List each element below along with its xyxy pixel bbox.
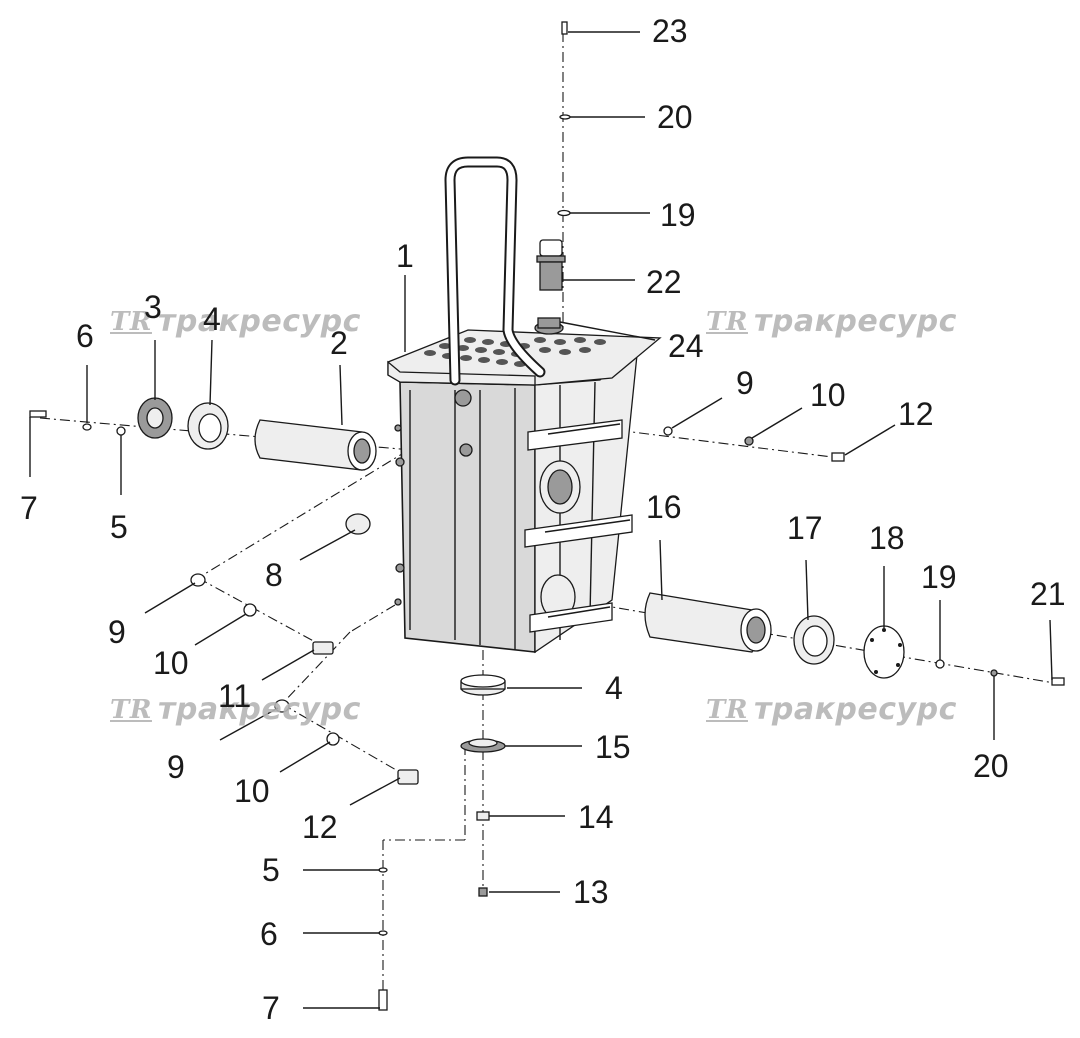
watermark-lower-left: TR тракресурс <box>110 692 361 727</box>
callout-19-top: 19 <box>660 197 696 233</box>
washer-20-right <box>990 669 998 677</box>
callout-7-left: 7 <box>20 490 38 526</box>
callout-21: 21 <box>1030 576 1066 612</box>
washer-20-top <box>559 114 571 120</box>
callout-23: 23 <box>652 13 688 49</box>
callout-19-right: 19 <box>921 559 957 595</box>
bushing-14 <box>476 811 490 821</box>
callout-5-bottom: 5 <box>262 852 280 888</box>
callout-8: 8 <box>265 557 283 593</box>
watermark-logo: TR <box>110 306 152 337</box>
callout-6-left: 6 <box>76 318 94 354</box>
washer-19-right <box>935 659 945 669</box>
plug-13 <box>478 887 488 897</box>
washer-6-bottom <box>378 930 388 936</box>
callout-12-right: 12 <box>898 396 934 432</box>
callout-10-left-b: 10 <box>234 773 270 809</box>
handle <box>444 156 546 386</box>
callout-22: 22 <box>646 264 682 300</box>
bolt-21 <box>1051 677 1065 686</box>
washer-9-right <box>663 426 673 436</box>
filler-neck-24 <box>534 317 564 335</box>
watermark-text: тракресурс <box>753 692 957 727</box>
callout-11: 11 <box>218 678 252 714</box>
leader-lines <box>29 31 1053 1009</box>
flange-15 <box>460 738 506 753</box>
inspection-window-upper <box>539 460 581 514</box>
washer-19-top <box>557 209 571 217</box>
bolt-12-left <box>397 769 419 785</box>
callout-4-left: 4 <box>203 301 221 337</box>
filter-2 <box>254 419 377 471</box>
watermark-text: тракресурс <box>157 692 361 727</box>
tank-body <box>387 329 662 654</box>
callout-24: 24 <box>668 328 704 364</box>
callout-17: 17 <box>787 510 823 546</box>
plug-8 <box>345 513 371 535</box>
seal-ring-4-bottom <box>460 674 506 696</box>
callout-7-bottom: 7 <box>262 990 280 1026</box>
callout-18: 18 <box>869 520 905 556</box>
callout-20-right: 20 <box>973 748 1009 784</box>
filter-16 <box>644 592 772 653</box>
washer-10-right <box>744 436 754 446</box>
callout-10-right: 10 <box>810 377 846 413</box>
seal-ring-4-left <box>187 402 229 450</box>
bolt-7-bottom <box>378 989 388 1011</box>
step-middle <box>524 514 633 548</box>
watermark-logo: TR <box>706 694 748 725</box>
watermark-upper-left: TR тракресурс <box>110 304 361 339</box>
watermark-text: тракресурс <box>157 304 361 339</box>
callout-9-right: 9 <box>736 365 754 401</box>
washer-5-bottom <box>378 867 388 873</box>
bolt-7-left <box>29 410 47 418</box>
callout-2: 2 <box>330 325 348 361</box>
callout-6-bottom: 6 <box>260 916 278 952</box>
bolt-12-right <box>831 452 845 462</box>
bolt-11 <box>312 641 334 655</box>
callout-4-bottom: 4 <box>605 670 623 706</box>
cover-18 <box>863 625 905 679</box>
washer-9-b <box>274 699 290 713</box>
callout-10-left-a: 10 <box>153 645 189 681</box>
callout-15: 15 <box>595 729 631 765</box>
watermark-logo: TR <box>110 694 152 725</box>
callout-9-left-b: 9 <box>167 749 185 785</box>
bolt-23 <box>561 21 568 35</box>
washer-5-left <box>116 426 126 436</box>
watermark-logo: TR <box>706 306 748 337</box>
callout-1: 1 <box>396 238 414 274</box>
callout-9-left-a: 9 <box>108 614 126 650</box>
washer-10-a <box>243 603 257 617</box>
step-upper <box>527 419 623 451</box>
seal-ring-17 <box>793 615 835 665</box>
washer-6-left <box>82 423 92 431</box>
callout-5-left: 5 <box>110 509 128 545</box>
callout-12-left: 12 <box>302 809 338 845</box>
callout-13: 13 <box>573 874 609 910</box>
watermark-upper-right: TR тракресурс <box>706 304 957 339</box>
callout-16: 16 <box>646 489 682 525</box>
callout-20-top: 20 <box>657 99 693 135</box>
callout-3: 3 <box>144 289 162 325</box>
cover-3 <box>137 397 173 439</box>
callout-14: 14 <box>578 799 614 835</box>
filler-cap-22 <box>536 239 566 291</box>
watermark-text: тракресурс <box>753 304 957 339</box>
step-lower <box>529 602 613 633</box>
watermark-lower-right: TR тракресурс <box>706 692 957 727</box>
